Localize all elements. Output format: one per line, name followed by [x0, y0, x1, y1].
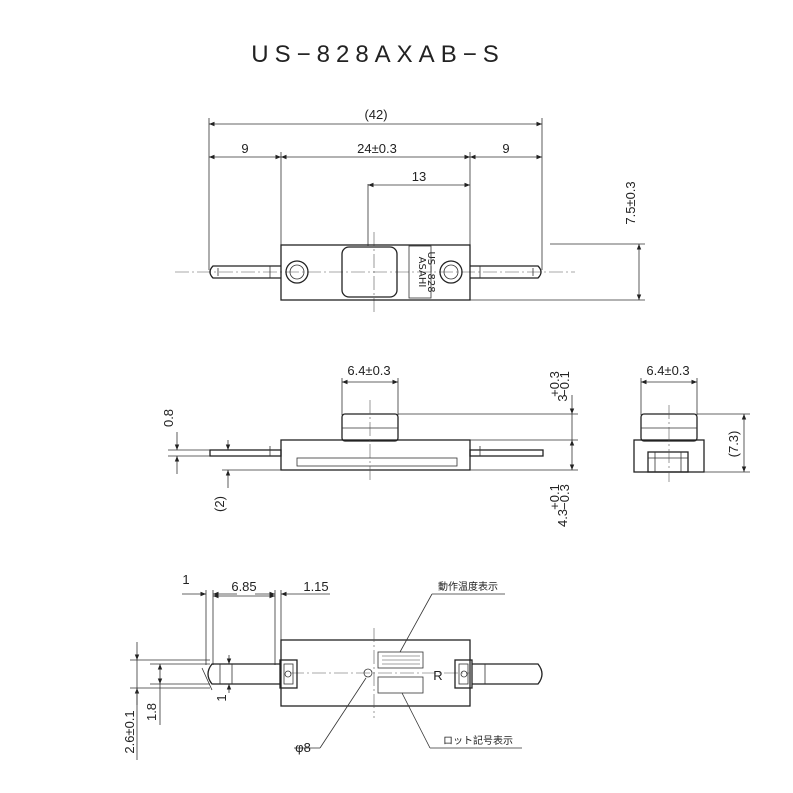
dim-body-length: 24±0.3: [357, 141, 397, 156]
dim-lead-offset: (2): [212, 496, 227, 512]
dim-cap-width: 6.4±0.3: [347, 363, 390, 378]
top-view: (42) 9 24±0.3 9 13 7.5±0.3 ASAHI US−828: [175, 107, 645, 312]
dim-b-115: 1.15: [303, 579, 328, 594]
dim-window: 13: [412, 169, 426, 184]
dim-right-lead: 9: [502, 141, 509, 156]
bottom-view: 1 6.85 1.15 R 動作温度表示 ロッ: [122, 572, 543, 760]
temp-display-label: 動作温度表示: [438, 580, 498, 593]
dim-cap-tol-plus: +0.3: [547, 371, 562, 397]
dim-end-width: 6.4±0.3: [646, 363, 689, 378]
dim-overall-length: (42): [364, 107, 387, 122]
dim-lead-thickness: 0.8: [161, 409, 176, 427]
side-view: 6.4±0.3 0.8 (2) 3 +0.3 −0: [161, 363, 578, 527]
dim-b-18: 1.8: [144, 703, 159, 721]
dim-b-lead-width: 1: [214, 694, 229, 701]
dim-cap-tol-minus: −0.1: [557, 371, 572, 397]
dim-cap-height: 3: [555, 394, 570, 401]
dim-b-685: 6.85: [231, 579, 256, 594]
dim-left-lead: 9: [241, 141, 248, 156]
lot-code-label: ロット記号表示: [443, 734, 513, 747]
dim-body-tol-plus: +0.1: [547, 484, 562, 510]
dim-b-26: 2.6±0.1: [122, 710, 137, 753]
dim-height: 7.5±0.3: [623, 181, 638, 224]
marking-maker: ASAHI: [416, 257, 427, 288]
dim-body-height: 4.3: [555, 509, 570, 527]
r-mark: R: [433, 668, 442, 683]
dim-hole-dia: φ8: [295, 740, 311, 755]
dim-b-1: 1: [182, 572, 189, 587]
marking-part: US−828: [425, 251, 436, 292]
drawing-title: US−828AXAB−S: [251, 41, 504, 68]
dim-body-tol-minus: −0.3: [557, 484, 572, 510]
dim-end-height: (7.3): [726, 431, 741, 458]
end-view: 6.4±0.3 (7.3): [633, 363, 750, 482]
